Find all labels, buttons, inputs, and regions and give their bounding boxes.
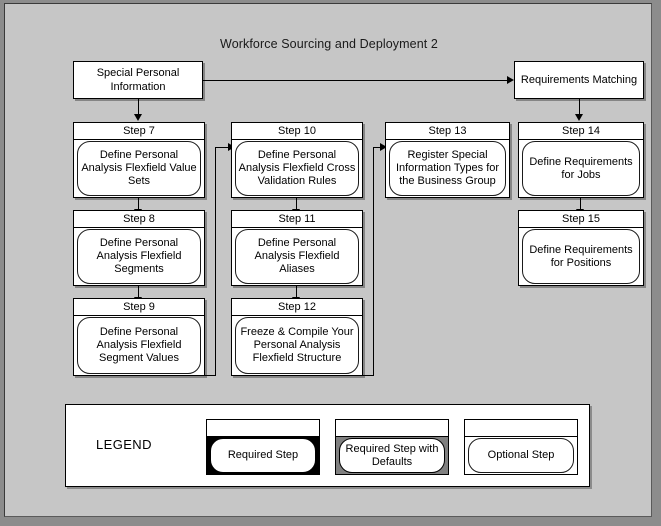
legend-required-defaults-header [336,420,448,437]
connector-spi-to-reqmatch [203,80,507,81]
arrowhead-spi-to-reqmatch [507,76,514,84]
legend-required-step-label: Required Step [210,438,316,473]
legend-required-step-with-defaults: Required Step with Defaults [335,419,449,475]
arrowhead-reqmatch-to-step14 [575,114,583,121]
step-title-step-12: Freeze & Compile Your Personal Analysis … [235,317,359,374]
step-header-step-9: Step 9 [74,299,204,316]
connector-spi-to-step7 [138,99,139,114]
step-title-step-7: Define Personal Analysis Flexfield Value… [77,141,201,196]
step-header-step-15: Step 15 [519,211,643,228]
connector-step12-to-step13-seg3 [373,147,382,148]
connector-step10-to-step11 [296,198,297,209]
step-body-step-8: Define Personal Analysis Flexfield Segme… [74,228,204,285]
connector-reqmatch-to-step14 [579,99,580,114]
step-title-step-14: Define Requirements for Jobs [522,141,640,196]
step-title-step-9: Define Personal Analysis Flexfield Segme… [77,317,201,374]
step-header-step-14: Step 14 [519,123,643,140]
step-box-step-10[interactable]: Step 10 Define Personal Analysis Flexfie… [231,122,363,198]
step-body-step-13: Register Special Information Types for t… [386,140,509,197]
step-box-step-14[interactable]: Step 14 Define Requirements for Jobs [518,122,644,198]
legend-required-step: Required Step [206,419,320,475]
step-box-step-11[interactable]: Step 11 Define Personal Analysis Flexfie… [231,210,363,286]
step-body-step-10: Define Personal Analysis Flexfield Cross… [232,140,362,197]
step-body-step-12: Freeze & Compile Your Personal Analysis … [232,316,362,375]
step-body-step-15: Define Requirements for Positions [519,228,643,285]
step-title-step-13: Register Special Information Types for t… [389,141,506,196]
step-box-step-13[interactable]: Step 13 Register Special Information Typ… [385,122,510,198]
step-header-step-11: Step 11 [232,211,362,228]
step-box-step-12[interactable]: Step 12 Freeze & Compile Your Personal A… [231,298,363,376]
connector-step7-to-step8 [138,198,139,209]
requirements-matching-label: Requirements Matching [520,74,638,86]
connector-step8-to-step9 [138,286,139,297]
connector-step9-to-step10-seg2 [215,147,216,376]
step-header-step-8: Step 8 [74,211,204,228]
connector-step9-to-step10-seg1 [205,375,216,376]
step-box-step-7[interactable]: Step 7 Define Personal Analysis Flexfiel… [73,122,205,198]
step-header-step-12: Step 12 [232,299,362,316]
step-box-step-8[interactable]: Step 8 Define Personal Analysis Flexfiel… [73,210,205,286]
step-header-step-7: Step 7 [74,123,204,140]
connector-step12-to-step13-seg1 [363,375,374,376]
step-box-step-9[interactable]: Step 9 Define Personal Analysis Flexfiel… [73,298,205,376]
legend-optional-step: Optional Step [464,419,578,475]
step-body-step-11: Define Personal Analysis Flexfield Alias… [232,228,362,285]
arrowhead-step12-to-step13 [380,143,387,151]
step-header-step-10: Step 10 [232,123,362,140]
step-body-step-14: Define Requirements for Jobs [519,140,643,197]
legend-optional-step-label: Optional Step [468,438,574,473]
step-box-step-15[interactable]: Step 15 Define Requirements for Position… [518,210,644,286]
requirements-matching-box[interactable]: Requirements Matching [514,61,644,99]
special-personal-information-label: Special Personal Information [96,67,180,93]
step-title-step-11: Define Personal Analysis Flexfield Alias… [235,229,359,284]
legend-required-step-header [207,420,319,437]
connector-step14-to-step15 [580,198,581,209]
connector-step12-to-step13-seg2 [373,147,374,376]
legend-optional-step-header [465,420,577,437]
legend-panel: LEGEND Required Step Required Step with … [65,404,590,487]
connector-step11-to-step12 [296,286,297,297]
step-body-step-9: Define Personal Analysis Flexfield Segme… [74,316,204,375]
legend-label: LEGEND [96,437,152,452]
step-title-step-10: Define Personal Analysis Flexfield Cross… [235,141,359,196]
connector-step9-to-step10-seg3 [215,147,228,148]
step-body-step-7: Define Personal Analysis Flexfield Value… [74,140,204,197]
step-title-step-15: Define Requirements for Positions [522,229,640,284]
special-personal-information-box[interactable]: Special Personal Information [73,61,203,99]
diagram-canvas: Workforce Sourcing and Deployment 2 Spec… [4,3,652,517]
legend-required-defaults-body: Required Step with Defaults [336,437,448,474]
step-title-step-8: Define Personal Analysis Flexfield Segme… [77,229,201,284]
page-title: Workforce Sourcing and Deployment 2 [220,37,438,51]
arrowhead-spi-to-step7 [134,114,142,121]
step-header-step-13: Step 13 [386,123,509,140]
legend-optional-step-body: Optional Step [465,437,577,474]
legend-required-defaults-label: Required Step with Defaults [339,438,445,473]
legend-required-step-body: Required Step [207,437,319,474]
